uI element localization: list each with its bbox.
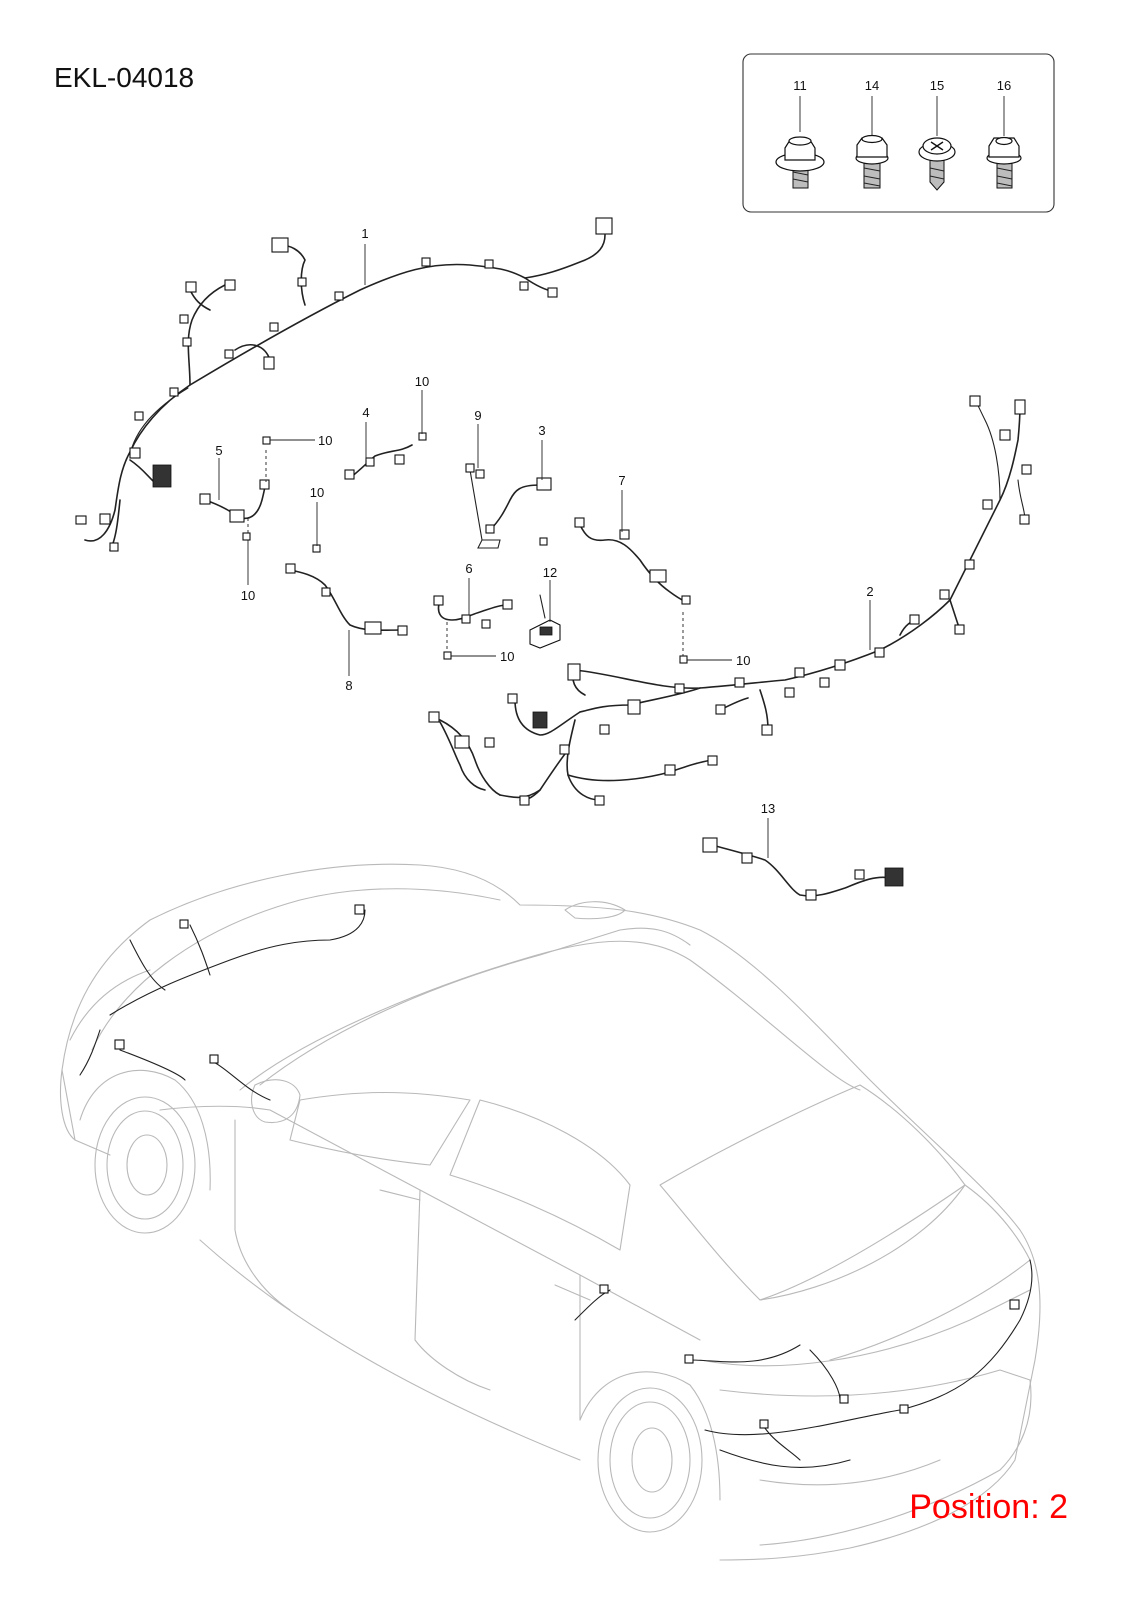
callout-10-f: 10	[736, 653, 750, 668]
callout-7: 7	[618, 473, 625, 488]
bolt-icon	[855, 134, 889, 189]
fastener-number-14: 14	[865, 78, 879, 93]
bracket-9	[465, 463, 501, 549]
callout-12: 12	[543, 565, 557, 580]
callout-3: 3	[538, 423, 545, 438]
harness-7	[574, 517, 691, 605]
harness-2	[428, 395, 1032, 806]
harness-8	[285, 563, 408, 636]
vehicle-outline	[59, 863, 1041, 1561]
hex-bolt-icon	[986, 136, 1022, 189]
callout-10-d: 10	[415, 374, 429, 389]
callout-10-b: 10	[241, 588, 255, 603]
flange-bolt-icon	[775, 136, 825, 189]
callout-8: 8	[345, 678, 352, 693]
callout-6: 6	[465, 561, 472, 576]
harness-13	[702, 837, 904, 901]
harness-4	[344, 444, 413, 480]
connector-12	[529, 594, 561, 649]
harness-3	[485, 477, 552, 534]
callout-10-a: 10	[318, 433, 332, 448]
callout-10-e: 10	[500, 649, 514, 664]
callout-labels: 1 2 3 4 5 6 7 8 9 10 10 10 10 10 10 12 1…	[215, 226, 873, 816]
diagram-title: EKL-04018	[54, 62, 195, 93]
callout-1: 1	[361, 226, 368, 241]
harness-6	[433, 595, 513, 629]
callout-13: 13	[761, 801, 775, 816]
callout-5: 5	[215, 443, 222, 458]
callout-4: 4	[362, 405, 369, 420]
callout-leaders	[218, 244, 871, 858]
fastener-10-marks	[242, 432, 688, 664]
fastener-number-11: 11	[793, 78, 807, 93]
cross-head-bolt-icon	[918, 137, 956, 191]
vehicle-harness-overlay	[79, 904, 1033, 1468]
harness-5	[199, 479, 270, 523]
callout-10-c: 10	[310, 485, 324, 500]
fastener-legend: 11 14 15 16	[742, 53, 1055, 213]
harness-1	[75, 217, 613, 552]
position-label: Position: 2	[909, 1488, 1068, 1526]
callout-9: 9	[474, 408, 481, 423]
fastener-number-16: 16	[997, 78, 1011, 93]
fastener-number-15: 15	[930, 78, 944, 93]
callout-2: 2	[866, 584, 873, 599]
